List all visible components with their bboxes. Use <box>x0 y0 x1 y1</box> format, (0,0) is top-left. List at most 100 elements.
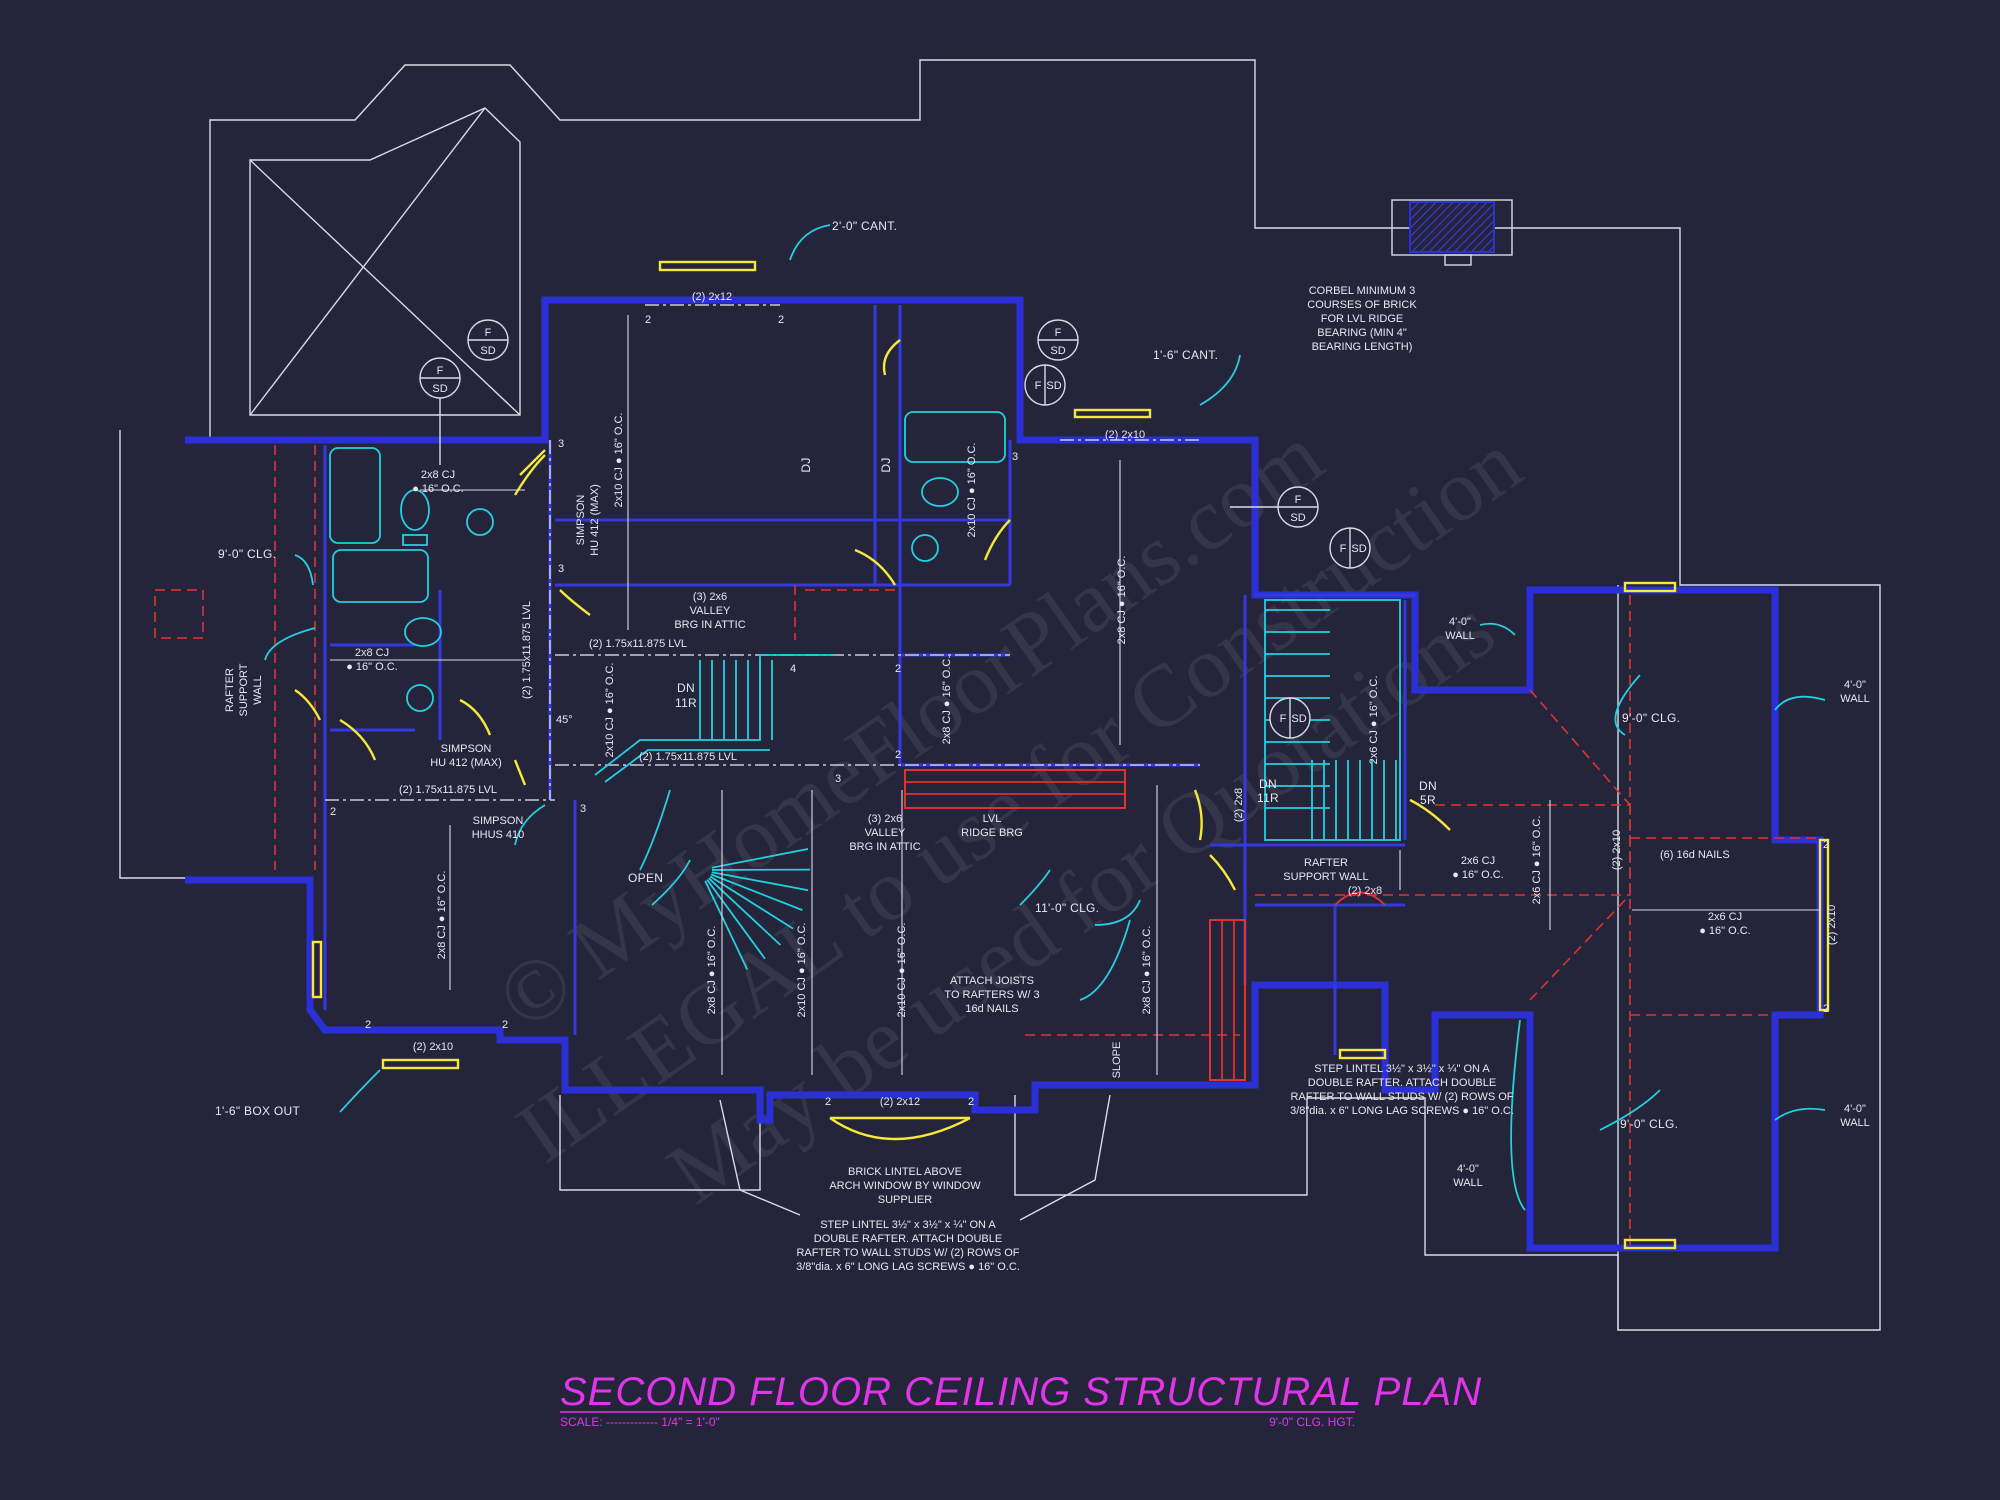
sd-f-4: F <box>1035 380 1042 392</box>
stair-winder <box>711 868 811 871</box>
post-3-e: 3 <box>580 803 586 815</box>
sd-f-7: F <box>1280 713 1287 725</box>
stair-winder <box>704 880 748 970</box>
lvl-beam-vert: (2) 1.75x11.875 LVL <box>521 601 533 699</box>
attach-c: 16d NAILS <box>965 1003 1018 1015</box>
simpson-2-a: SIMPSON <box>441 743 492 755</box>
svg-text:3/8"dia. x 6" LONG LAG SCREWS: 3/8"dia. x 6" LONG LAG SCREWS ● 16" O.C. <box>796 1261 1020 1273</box>
wall-4-1a: 4'-0" <box>1449 616 1471 628</box>
header-2x8: (2) 2x8 <box>1348 885 1382 897</box>
stair-dn-b: 11R <box>675 696 697 710</box>
leader-lines <box>264 224 1826 1211</box>
wall-4-4b: WALL <box>1453 1177 1483 1189</box>
stair2-dn-a: DN <box>1259 777 1277 791</box>
sd-sd-3: SD <box>1050 345 1065 357</box>
valley-2-b: VALLEY <box>865 827 906 839</box>
note-corbel: CORBEL MINIMUM 3 COURSES OF BRICK FOR LV… <box>1307 285 1417 353</box>
clg-11: 11'-0" CLG. <box>1035 901 1099 915</box>
stair2-dn-b: 11R <box>1257 791 1279 805</box>
svg-text:DOUBLE RAFTER. ATTACH DOUBLE: DOUBLE RAFTER. ATTACH DOUBLE <box>1308 1077 1496 1089</box>
svg-text:SIMPSON: SIMPSON <box>575 495 587 546</box>
post-2-g: 2 <box>502 1019 508 1031</box>
note-box-out: 1'-6" BOX OUT <box>215 1104 301 1118</box>
wall-4-3b: WALL <box>1840 1117 1870 1129</box>
post-3-c: 3 <box>835 773 841 785</box>
stair-winder <box>708 877 782 946</box>
cj-2x10-great-3: 2x10 CJ ● 16" O.C. <box>896 923 908 1018</box>
post-3-a: 3 <box>558 438 564 450</box>
lvl-ridge-b: RIDGE BRG <box>961 827 1023 839</box>
cj-2x6-b: 2x6 CJ <box>1708 911 1742 923</box>
sd-sd-1: SD <box>432 383 447 395</box>
sd-f-2: F <box>485 327 492 339</box>
note-cant-1ft6: 1'-6" CANT. <box>1153 348 1218 362</box>
stair-winder <box>711 848 809 869</box>
cj-2x8-closet: 2x8 CJ ● 16" O.C. <box>941 656 953 745</box>
annotations: 2'-0" CANT. 1'-6" CANT. CORBEL MINIMUM 3… <box>215 219 1870 1273</box>
roof-outlines <box>119 59 1881 1331</box>
smoke-detector-1: F SD <box>419 357 461 465</box>
note-step-lintel-bottom: STEP LINTEL 3½" x 3½" x ¼" ON A DOUBLE R… <box>796 1219 1020 1273</box>
sd-sd-4: SD <box>1046 380 1061 392</box>
stair3-dn-a: DN <box>1419 779 1437 793</box>
sd-f-1: F <box>437 365 444 377</box>
smoke-detector-2: F SD <box>467 319 509 361</box>
post-markers: 2 2 3 3 4 2 3 2 3 2 3 2 2 2 2 2 2 <box>330 314 1829 1108</box>
cj-2x8-great-4: 2x8 CJ ● 16" O.C. <box>1141 926 1153 1015</box>
cj-2x8-b: 2x8 CJ <box>355 647 389 659</box>
ceiling-height-label: 9'-0" CLG. HGT. <box>1269 1415 1355 1429</box>
smoke-detector-4: F SD <box>1024 364 1066 406</box>
post-2-c: 2 <box>895 663 901 675</box>
post-2-k: 2 <box>1823 1003 1829 1015</box>
valley-2-c: BRG IN ATTIC <box>849 841 920 853</box>
cj-2x6-a: 2x6 CJ <box>1461 855 1495 867</box>
note-brick-lintel: BRICK LINTEL ABOVE ARCH WINDOW BY WINDOW… <box>829 1166 981 1206</box>
attach-a: ATTACH JOISTS <box>950 975 1034 987</box>
header-2x12-bottom: (2) 2x12 <box>880 1096 920 1108</box>
stair-winder <box>711 871 809 892</box>
sd-sd-2: SD <box>480 345 495 357</box>
post-3-b: 3 <box>558 563 564 575</box>
post-2-d: 2 <box>895 749 901 761</box>
sd-sd-7: SD <box>1291 713 1306 725</box>
stair-winder <box>710 873 803 911</box>
svg-text:CORBEL MINIMUM 3: CORBEL MINIMUM 3 <box>1309 285 1416 297</box>
smoke-detector-5: F SD <box>1230 486 1319 528</box>
header-2x10-top: (2) 2x10 <box>1105 429 1145 441</box>
valley-2-a: (3) 2x6 <box>868 813 902 825</box>
cj-2x8-great-1: 2x8 CJ ● 16" O.C. <box>706 926 718 1015</box>
post-4: 4 <box>790 663 796 675</box>
header-2x10-right2: (2) 2x10 <box>1826 905 1838 945</box>
smoke-detectors: F SD F SD F SD F SD F SD <box>419 319 1371 739</box>
cj-2x8-bed: 2x8 CJ ● 16" O.C. <box>436 871 448 960</box>
plan-title: SECOND FLOOR CEILING STRUCTURAL PLAN <box>560 1370 1482 1414</box>
title-block: SECOND FLOOR CEILING STRUCTURAL PLAN SCA… <box>560 1370 1482 1429</box>
sd-sd-6: SD <box>1351 543 1366 555</box>
cj-2x8-a: 2x8 CJ <box>421 469 455 481</box>
cj-2x6-a-spacing: ● 16" O.C. <box>1452 869 1504 881</box>
clg-9-r1: 9'-0" CLG. <box>1622 711 1680 725</box>
header-2x12-top: (2) 2x12 <box>692 291 732 303</box>
note-rafter-support-wall: RAFTER SUPPORT WALL <box>224 663 264 716</box>
wall-4-2b: WALL <box>1840 693 1870 705</box>
note-slope: SLOPE <box>1111 1042 1123 1079</box>
svg-text:STEP LINTEL 3½" x 3½" x ¼" ON: STEP LINTEL 3½" x 3½" x ¼" ON A <box>820 1219 996 1231</box>
post-2-f: 2 <box>365 1019 371 1031</box>
wall-4-2a: 4'-0" <box>1844 679 1866 691</box>
windows <box>294 260 1830 1250</box>
post-2-i: 2 <box>968 1096 974 1108</box>
svg-text:COURSES OF BRICK: COURSES OF BRICK <box>1307 299 1417 311</box>
svg-text:FOR LVL RIDGE: FOR LVL RIDGE <box>1321 313 1404 325</box>
svg-text:BEARING LENGTH): BEARING LENGTH) <box>1312 341 1413 353</box>
cj-2x8-b-spacing: ● 16" O.C. <box>346 661 398 673</box>
svg-text:BRICK LINTEL ABOVE: BRICK LINTEL ABOVE <box>848 1166 962 1178</box>
bathroom-fixtures <box>329 411 1006 712</box>
header-2x8-stair: (2) 2x8 <box>1233 788 1245 822</box>
attach-b: TO RAFTERS W/ 3 <box>944 989 1039 1001</box>
rafter-wall-a: RAFTER <box>1304 857 1348 869</box>
svg-text:WALL: WALL <box>252 675 264 705</box>
svg-text:SUPPLIER: SUPPLIER <box>878 1194 932 1206</box>
post-2-b: 2 <box>778 314 784 326</box>
stair-winder <box>706 879 766 960</box>
rafter-wall-b: SUPPORT WALL <box>1283 871 1368 883</box>
